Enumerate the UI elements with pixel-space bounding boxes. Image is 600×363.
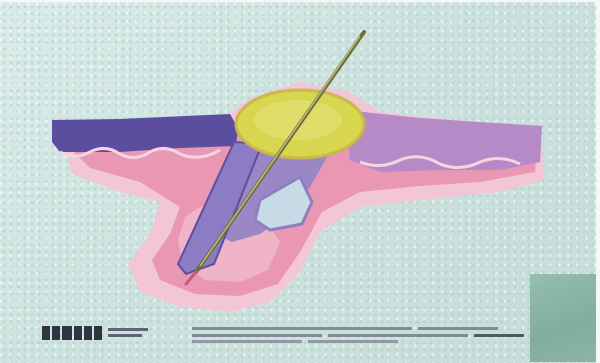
corner-stamp — [530, 274, 596, 362]
caption-text-lines — [192, 324, 532, 344]
brand-logo — [42, 324, 154, 344]
lesion-inner — [254, 100, 342, 140]
epidermis-strip-left — [52, 114, 238, 152]
